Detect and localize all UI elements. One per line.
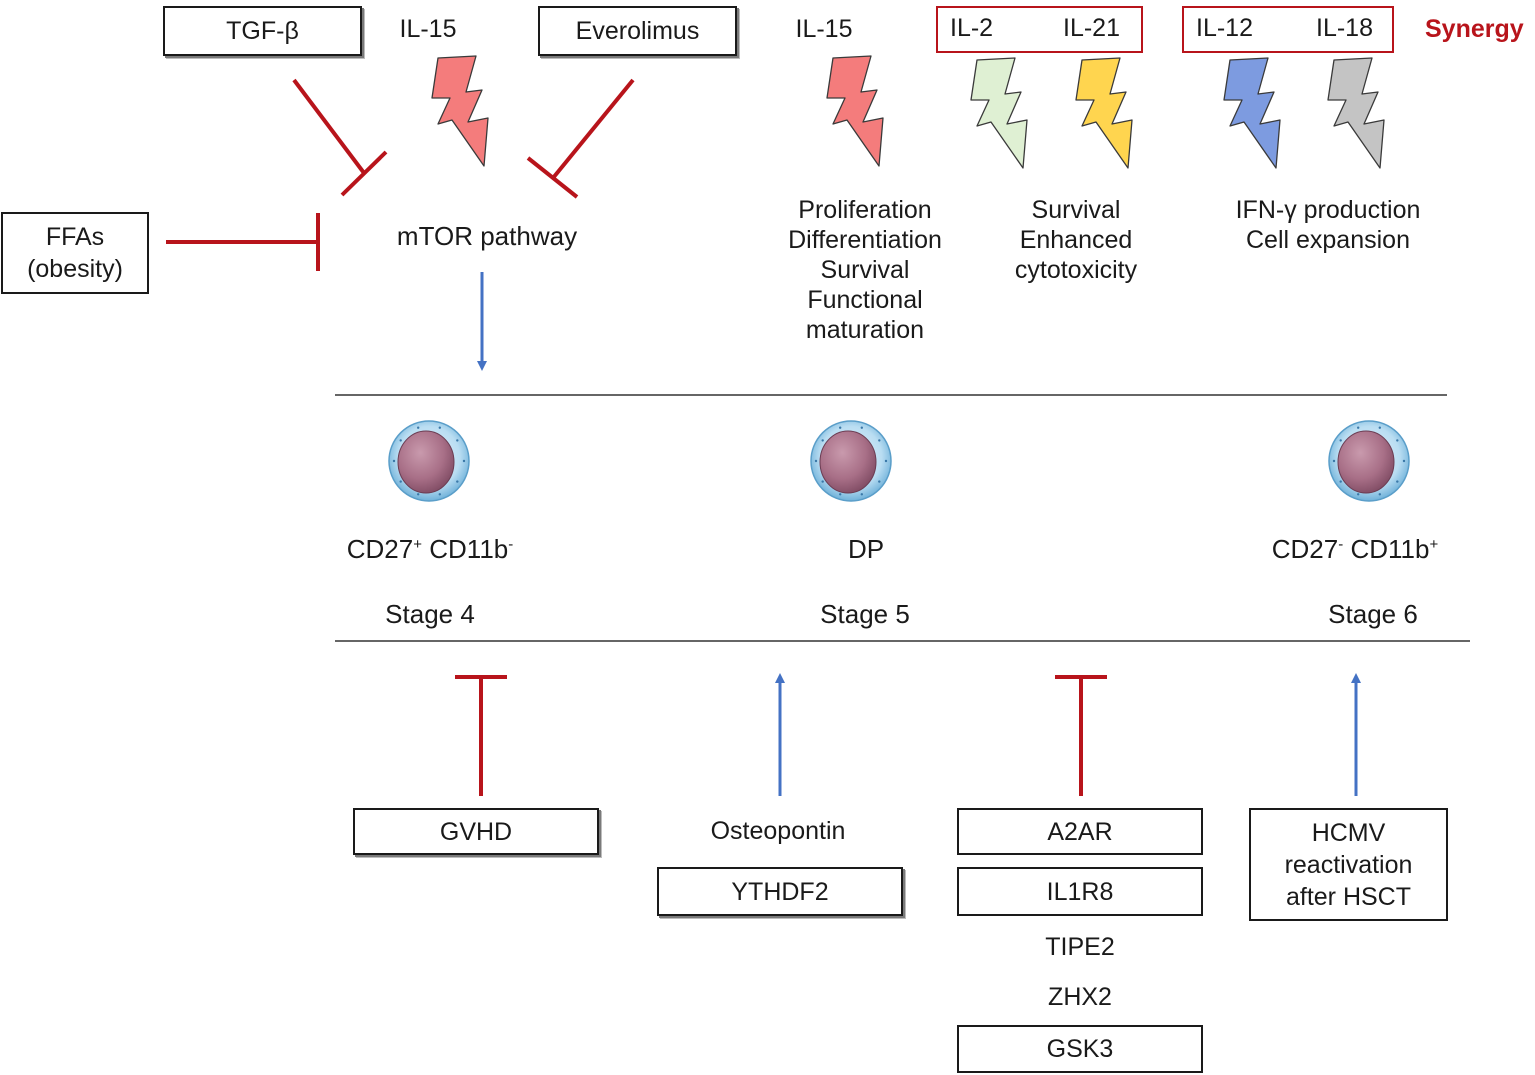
il15-right-bolt-icon (826, 55, 884, 167)
effect-survival-2: Survival (1031, 196, 1121, 224)
stage5-marker: DP (847, 534, 885, 564)
everolimus-inhibition-arrow (526, 78, 635, 199)
gsk3-box: GSK3 (957, 1025, 1203, 1073)
stage6-marker: CD27- CD11b+ (1271, 534, 1439, 564)
osteopontin-label: Osteopontin (710, 817, 846, 845)
hcmv-line3: after HSCT (1285, 882, 1412, 911)
il21-label: IL-21 (1063, 14, 1120, 42)
il12-il18-effects: IFN-γ production Cell expansion (1236, 195, 1421, 255)
gvhd-box: GVHD (353, 808, 599, 855)
il12-il18-synergy-box (1182, 6, 1394, 53)
hcmv-line2: reactivation (1284, 850, 1413, 879)
il1r8-box: IL1R8 (957, 867, 1203, 916)
il12-bolt-icon (1223, 57, 1281, 169)
effect-differentiation: Differentiation (788, 226, 942, 254)
effect-ifn-gamma: IFN-γ production (1235, 196, 1421, 224)
il18-label: IL-18 (1316, 14, 1373, 42)
il15-left-bolt-icon (431, 55, 489, 167)
effect-survival: Survival (820, 256, 910, 284)
stage4-marker: CD27+ CD11b- (346, 534, 514, 564)
synergy-label: Synergy (1425, 15, 1524, 43)
a2ar-group-inhibition-arrow (1055, 675, 1107, 796)
il18-bolt-icon (1327, 57, 1385, 169)
hcmv-box: HCMV reactivation after HSCT (1249, 808, 1448, 921)
a2ar-box: A2AR (957, 808, 1203, 855)
effect-functional: Functional (807, 286, 923, 314)
stage6-label: Stage 6 (1328, 599, 1418, 629)
effect-cell-expansion: Cell expansion (1245, 226, 1410, 254)
il2-il21-synergy-box (936, 6, 1143, 53)
effect-cytotoxicity: cytotoxicity (1014, 256, 1138, 284)
stage6-cell-icon (1328, 420, 1410, 502)
ffas-inhibition-arrow (166, 213, 320, 271)
il12-label: IL-12 (1196, 14, 1253, 42)
stage4-cell-icon (388, 420, 470, 502)
il15-effects: Proliferation Differentiation Survival F… (788, 195, 942, 345)
effect-enhanced: Enhanced (1019, 226, 1133, 254)
stage5-label: Stage 5 (820, 599, 910, 629)
obesity-label: (obesity) (27, 255, 123, 283)
gvhd-inhibition-arrow (455, 675, 507, 796)
il2-label: IL-2 (950, 14, 994, 42)
hcmv-line1: HCMV (1311, 818, 1386, 847)
everolimus-box: Everolimus (538, 6, 737, 56)
ffas-box: FFAs (obesity) (1, 212, 149, 294)
zhx2-label: ZHX2 (1048, 983, 1112, 1011)
stage4-label: Stage 4 (385, 599, 475, 629)
effect-maturation: maturation (805, 316, 925, 344)
tgf-beta-inhibition-arrow (292, 78, 388, 197)
il15-label-left: IL-15 (399, 15, 457, 43)
effect-proliferation: Proliferation (798, 196, 932, 224)
ythdf2-box: YTHDF2 (657, 867, 903, 916)
il15-label-right: IL-15 (795, 15, 853, 43)
tipe2-label: TIPE2 (1045, 933, 1115, 961)
il2-il21-effects: Survival Enhanced cytotoxicity (1015, 195, 1137, 285)
stage5-cell-icon (810, 420, 892, 502)
mtor-pathway-label: mTOR pathway (396, 221, 578, 251)
ffas-label: FFAs (45, 223, 105, 251)
il21-bolt-icon (1075, 57, 1133, 169)
tgf-beta-box: TGF-β (163, 6, 362, 56)
il2-bolt-icon (970, 57, 1028, 169)
